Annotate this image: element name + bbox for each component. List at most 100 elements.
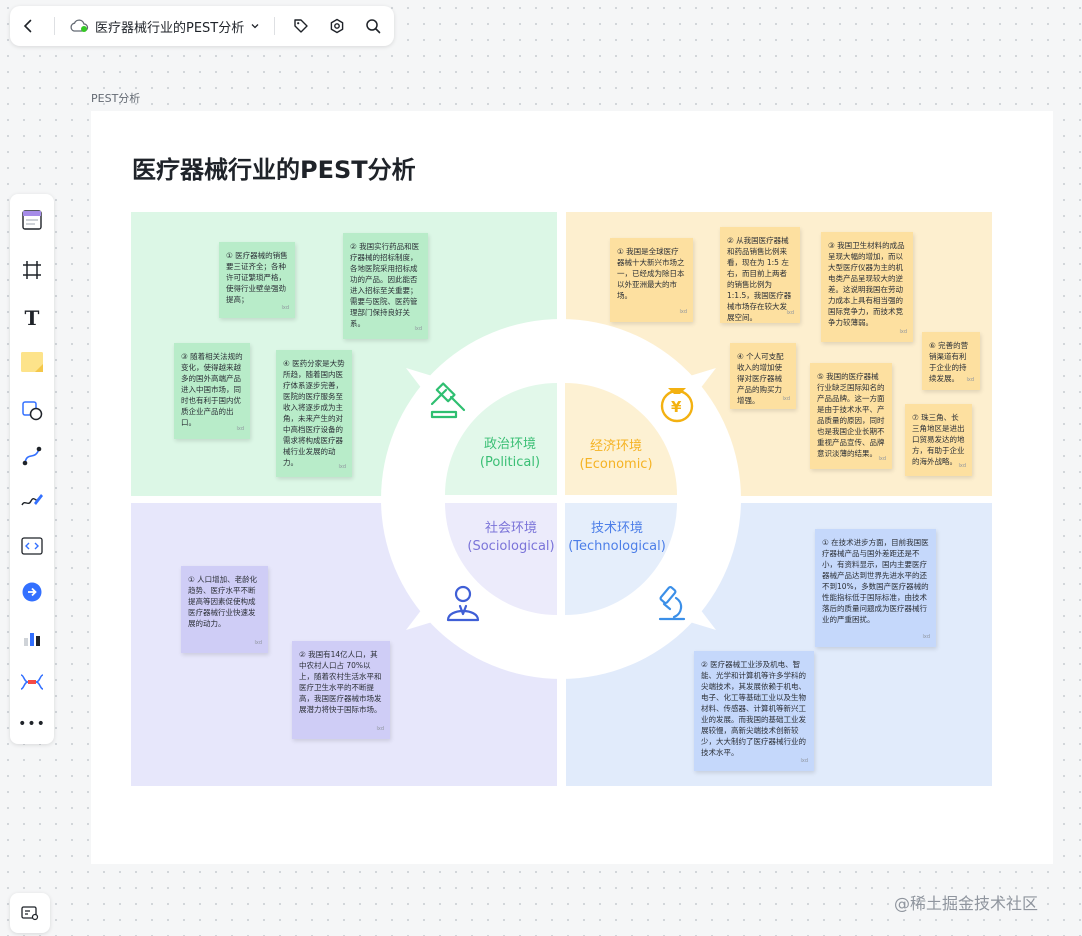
sticky-note-text: ② 我国有14亿人口，其中农村人口占 70%以上，随着农村生活水平和医疗卫生水平… (299, 650, 382, 714)
note-author: lxd (922, 634, 930, 640)
toolbar-divider (274, 17, 276, 35)
political-subtitle: (Political) (479, 455, 541, 470)
sticky-note-text: ① 我国是全球医疗器械十大新兴市场之一，已经成为除日本以外亚洲最大的市场。 (617, 247, 685, 300)
sticky-note-text: ② 我国实行药品和医疗器械的招标制度，各地医院采用招标成功的产品。因此能否进入招… (350, 242, 420, 328)
note-author: lxd (899, 329, 907, 335)
economic-subtitle: (Economic) (579, 457, 653, 472)
note-author: lxd (786, 310, 794, 316)
sticky-note[interactable]: ⑦ 珠三角、长三角地区是进出口贸易发达的地方，有助于企业的海外战略。lxd (905, 404, 972, 476)
more-icon: ••• (18, 716, 46, 732)
sticky-note[interactable]: ② 从我国医疗器械和药品销售比例来看，现在为 1:5 左右，而目前上两者的销售比… (720, 227, 800, 323)
sticky-note[interactable]: ② 我国有14亿人口，其中农村人口占 70%以上，随着农村生活水平和医疗卫生水平… (292, 641, 390, 739)
sticky-note[interactable]: ① 在技术进步方面，目前我国医疗器械产品与国外差距还是不小，有资料显示，国内主要… (815, 529, 936, 647)
text-icon: T (24, 306, 40, 330)
code-block-icon (21, 537, 43, 555)
sticky-note[interactable]: ④ 医药分家是大势所趋，随着国内医疗体系逐步完善，医院的医疗服务至收入将逐步成为… (276, 350, 352, 477)
code-block-tool[interactable] (14, 528, 50, 564)
frame-label[interactable]: PEST分析 (91, 92, 141, 105)
economic-title: 经济环境 (589, 439, 642, 454)
note-author: lxd (966, 377, 974, 383)
sticky-note-text: ⑥ 完善的营销渠道有利于企业的持续发展。 (929, 341, 969, 383)
note-author: lxd (254, 640, 262, 646)
search-button[interactable] (355, 8, 391, 44)
connector-tool[interactable] (14, 438, 50, 474)
note-author: lxd (679, 309, 687, 315)
sticky-note-text: ⑦ 珠三角、长三角地区是进出口贸易发达的地方，有助于企业的海外战略。 (912, 413, 965, 466)
minimap-icon (21, 906, 39, 921)
economic-label[interactable]: 经济环境 (Economic) (576, 438, 656, 474)
note-author: lxd (878, 456, 886, 462)
sticky-note-text: ④ 医药分家是大势所趋，随着国内医疗体系逐步完善，医院的医疗服务至收入将逐步成为… (283, 359, 345, 467)
sticky-note-text: ① 医疗器械的销售要三证齐全；各种许可证繁琐严格，使得行业壁垒强劲提高； (226, 251, 288, 304)
note-author: lxd (782, 396, 790, 402)
toolbar-divider (54, 17, 55, 35)
document-title-dropdown[interactable]: 医疗器械行业的PEST分析 (63, 12, 266, 40)
sticky-note[interactable]: ① 医疗器械的销售要三证齐全；各种许可证繁琐严格，使得行业壁垒强劲提高；lxd (219, 242, 295, 318)
top-toolbar: 医疗器械行业的PEST分析 (10, 6, 394, 46)
sticky-note-text: ③ 我国卫生材料的成品呈现大幅的增加，而以大型医疗仪器为主的机电类产品呈现较大的… (828, 241, 905, 327)
sociological-label[interactable]: 社会环境 (Sociological) (466, 520, 556, 556)
sticky-note[interactable]: ⑥ 完善的营销渠道有利于企业的持续发展。lxd (922, 332, 980, 390)
settings-button[interactable] (319, 8, 355, 44)
shape-icon (22, 401, 43, 421)
sticky-note[interactable]: ① 我国是全球医疗器械十大新兴市场之一，已经成为除日本以外亚洲最大的市场。 lxd (610, 238, 693, 322)
sticky-note[interactable]: ② 医疗器械工业涉及机电、智能、光学和计算机等许多学科的尖端技术，其发展依赖于机… (694, 651, 814, 771)
tag-icon (294, 19, 308, 33)
sticky-note[interactable]: ③ 我国卫生材料的成品呈现大幅的增加，而以大型医疗仪器为主的机电类产品呈现较大的… (821, 232, 913, 342)
tool-palette: T ••• (10, 194, 54, 744)
chart-tool[interactable] (14, 620, 50, 656)
embed-tool[interactable] (14, 574, 50, 610)
template-icon (22, 210, 42, 230)
template-tool[interactable] (14, 202, 50, 238)
sticky-note-text: ② 从我国医疗器械和药品销售比例来看，现在为 1:5 左右，而目前上两者的销售比… (727, 236, 792, 322)
document-title: 医疗器械行业的PEST分析 (95, 20, 245, 36)
note-author: lxd (236, 426, 244, 432)
back-button[interactable] (10, 8, 46, 44)
frame-icon (23, 261, 41, 279)
sticky-note-text: ⑤ 我国的医疗器械行业缺乏国际知名的产品品牌。这一方面是由于技术水平、产品质量的… (817, 372, 885, 458)
shape-tool[interactable] (14, 392, 50, 428)
pen-tool[interactable] (14, 482, 50, 518)
mindmap-tool[interactable] (14, 664, 50, 700)
more-tools-button[interactable]: ••• (14, 706, 50, 742)
chevron-down-icon (251, 24, 259, 29)
note-author: lxd (281, 305, 289, 311)
frame-tool[interactable] (14, 252, 50, 288)
connector-icon (22, 446, 42, 466)
sticky-note-text: ④ 个人可支配收入的增加使得对医疗器械产品的购买力增强。 (737, 352, 784, 405)
text-tool[interactable]: T (14, 300, 50, 336)
political-title: 政治环境 (483, 437, 536, 452)
tag-button[interactable] (283, 8, 319, 44)
cloud-saved-icon (70, 19, 89, 32)
gear-icon (330, 18, 344, 34)
political-label[interactable]: 政治环境 (Political) (470, 436, 550, 472)
board-title[interactable]: 医疗器械行业的PEST分析 (132, 156, 416, 184)
sticky-note-text: ③ 随着相关法规的变化，使得越来越多的国外高端产品进入中国市场，同时也有利于国内… (181, 352, 243, 427)
note-author: lxd (414, 326, 422, 332)
sticky-note[interactable]: ① 人口增加、老龄化趋势、医疗水平不断提高等因素促使构成医疗器械行业快速发展的动… (181, 566, 268, 653)
embed-icon (22, 582, 42, 602)
note-author: lxd (958, 463, 966, 469)
mindmap-icon (20, 674, 44, 690)
pen-icon (21, 494, 43, 506)
minimap-button[interactable] (10, 893, 50, 933)
sticky-note[interactable]: ② 我国实行药品和医疗器械的招标制度，各地医院采用招标成功的产品。因此能否进入招… (343, 233, 428, 339)
sticky-note-text: ② 医疗器械工业涉及机电、智能、光学和计算机等许多学科的尖端技术，其发展依赖于机… (701, 660, 806, 757)
yen-symbol: ¥ (671, 398, 682, 416)
technological-label[interactable]: 技术环境 (Technological) (567, 520, 667, 556)
sticky-note-tool[interactable] (14, 344, 50, 380)
note-author: lxd (338, 464, 346, 470)
sticky-note-text: ① 人口增加、老龄化趋势、医疗水平不断提高等因素促使构成医疗器械行业快速发展的动… (188, 575, 258, 628)
note-author: lxd (376, 726, 384, 732)
technological-title: 技术环境 (590, 521, 643, 536)
chevron-left-icon (23, 19, 32, 33)
sticky-note[interactable]: ⑤ 我国的医疗器械行业缺乏国际知名的产品品牌。这一方面是由于技术水平、产品质量的… (810, 363, 892, 469)
note-author: lxd (800, 758, 808, 764)
sticky-note[interactable]: ④ 个人可支配收入的增加使得对医疗器械产品的购买力增强。lxd (730, 343, 796, 409)
sticky-note-icon (21, 352, 43, 372)
sticky-note[interactable]: ③ 随着相关法规的变化，使得越来越多的国外高端产品进入中国市场，同时也有利于国内… (174, 343, 250, 439)
sociological-subtitle: (Sociological) (467, 539, 555, 554)
search-icon (366, 19, 381, 34)
chart-icon (24, 633, 40, 646)
watermark: @稀土掘金技术社区 (894, 894, 1039, 913)
